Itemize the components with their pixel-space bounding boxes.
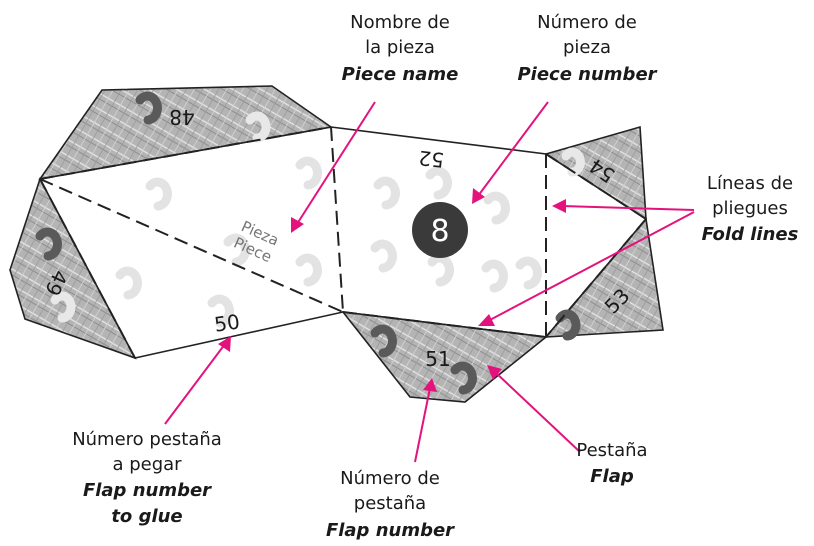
arrow-fold-line-2-head (478, 314, 495, 326)
arrow-flap (494, 371, 581, 453)
arrow-fold-line-1 (561, 205, 695, 211)
label-flap-number-es-1: Número de (340, 468, 440, 489)
label-flap-to-glue: Número pestaña a pegar Flap number to gl… (72, 429, 222, 527)
label-flap: Pestaña Flap (576, 440, 647, 487)
label-flap-es: Pestaña (576, 440, 647, 461)
arrow-flap-number-head (423, 378, 437, 392)
arrow-flap-head (487, 365, 502, 380)
label-flap-en: Flap (590, 466, 634, 487)
label-fold-es-1: Líneas de (707, 173, 793, 194)
arrow-piece-name (296, 101, 376, 225)
arrow-fold-line-1-head (552, 199, 566, 213)
label-flap-number: Número de pestaña Flap number (326, 468, 455, 541)
arrow-piece-number-head (472, 188, 485, 204)
label-piece-number-es-2: pieza (563, 37, 611, 58)
label-piece-number-en: Piece number (517, 64, 657, 85)
flap-decoration (35, 91, 585, 395)
label-flap-glue-en-1: Flap number (83, 480, 212, 501)
flap-number-48: 48 (169, 105, 194, 129)
arrow-flap-number (414, 387, 431, 463)
arrow-piece-number (477, 101, 549, 197)
flap-number-50: 50 (213, 309, 242, 336)
arrow-piece-name-head (291, 217, 304, 233)
fold-lines (39, 126, 647, 359)
flap-53 (544, 217, 664, 338)
flap-number-51: 51 (425, 347, 450, 371)
label-fold-es-2: pliegues (712, 198, 788, 219)
piece-number: 8 (430, 214, 449, 249)
label-piece-name-en: Piece name (342, 64, 459, 85)
arrow-flap-to-glue-head (218, 336, 231, 352)
flap-number-52: 52 (417, 146, 445, 173)
callout-arrows (164, 101, 695, 463)
label-flap-glue-es-2: a pegar (112, 454, 182, 475)
piece-decoration (115, 156, 542, 328)
label-piece-name-es-1: Nombre de (350, 12, 450, 33)
label-flap-glue-es-1: Número pestaña (72, 429, 222, 450)
label-piece-name: Nombre de la pieza Piece name (342, 12, 459, 85)
label-flap-glue-en-2: to glue (111, 506, 182, 527)
label-flap-number-en: Flap number (326, 520, 455, 541)
label-piece-name-es-2: la pieza (365, 37, 435, 58)
arrow-fold-line-2 (487, 211, 695, 322)
label-fold-lines: Líneas de pliegues Fold lines (702, 173, 799, 245)
piece-number-badge (412, 202, 468, 258)
label-piece-number-es-1: Número de (537, 12, 637, 33)
label-flap-number-es-2: pestaña (354, 493, 426, 514)
label-piece-number: Número de pieza Piece number (517, 12, 657, 85)
label-fold-en: Fold lines (702, 224, 799, 245)
arrow-flap-to-glue (164, 343, 226, 425)
